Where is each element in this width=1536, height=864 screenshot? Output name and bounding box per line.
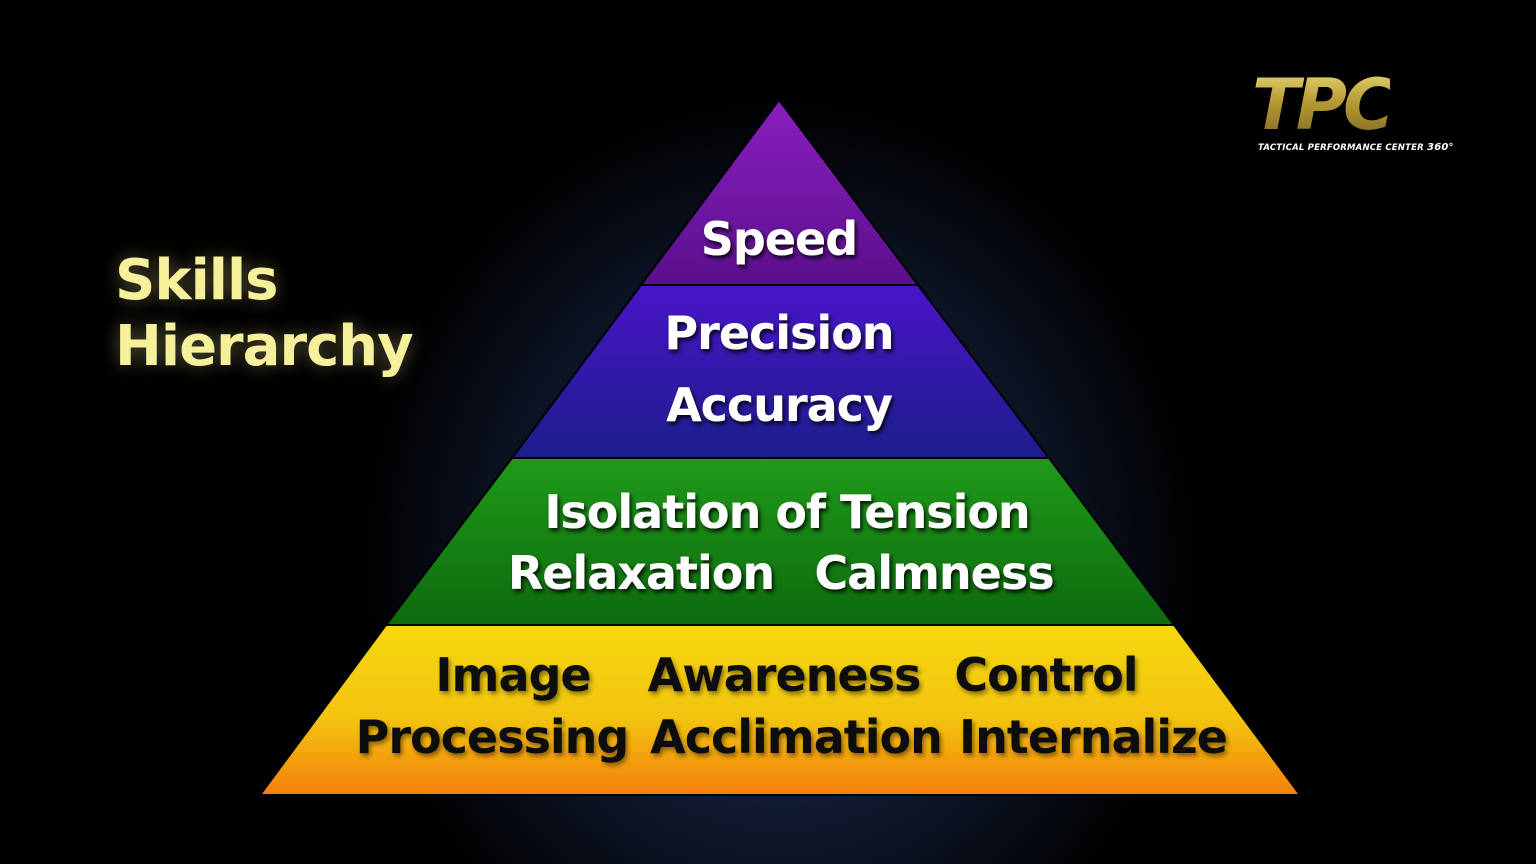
- title-line-1: Skills: [115, 248, 278, 313]
- tier-3-label-2: Relaxation: [508, 546, 774, 600]
- title-line-2: Hierarchy: [115, 314, 414, 379]
- tier-3-label-3: Calmness: [814, 546, 1053, 600]
- tier-2-label-1: Precision: [664, 306, 893, 360]
- tier-tension-relaxation: [383, 457, 1176, 626]
- tier-foundation: [258, 624, 1302, 796]
- logo-mark: TPC: [1252, 64, 1394, 146]
- tier-3-label-1: Isolation of Tension: [544, 485, 1029, 539]
- tier-4-label-processing: Processing: [356, 710, 629, 764]
- tier-4-label-control: Control: [954, 648, 1137, 702]
- tier-4-label-image: Image: [435, 648, 590, 702]
- tier-4-label-acclimation: Acclimation: [650, 710, 942, 764]
- tpc-logo: TPC TACTICAL PERFORMANCE CENTER 360°: [1252, 66, 1472, 160]
- logo-subtitle: TACTICAL PERFORMANCE CENTER 360°: [1258, 142, 1454, 153]
- slide-title: Skills Hierarchy: [115, 248, 414, 380]
- tier-4-label-awareness: Awareness: [648, 648, 921, 702]
- tier-2-label-2: Accuracy: [666, 378, 893, 432]
- logo-badge: 360°: [1427, 142, 1454, 153]
- logo-subtitle-text: TACTICAL PERFORMANCE CENTER: [1258, 143, 1424, 153]
- tier-4-label-internalize: Internalize: [959, 710, 1227, 764]
- tier-1-label: Speed: [701, 212, 857, 266]
